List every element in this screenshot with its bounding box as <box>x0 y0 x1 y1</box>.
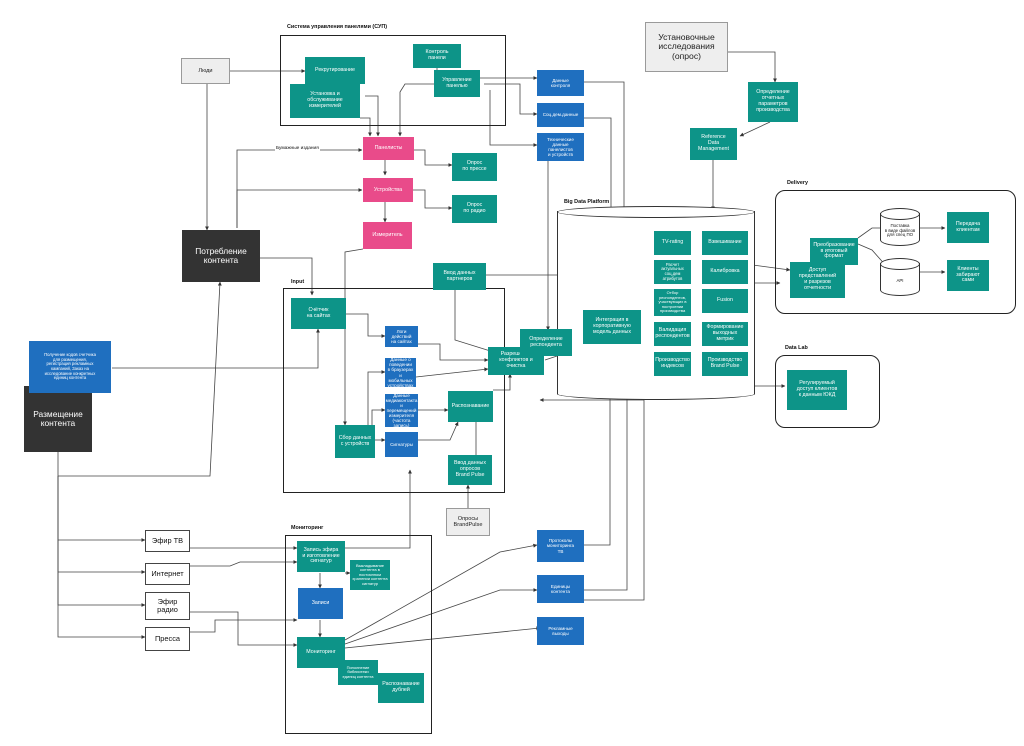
site-counter-node[interactable]: Счётчик на сайтах <box>291 298 346 329</box>
delivery-title: Delivery <box>787 180 808 186</box>
respondent-validation-node[interactable]: Валидация респондентов <box>654 322 691 346</box>
datalab-frame <box>775 355 880 428</box>
tv-monitoring-protocols-node[interactable]: Протоколы мониторинга ТВ <box>537 530 584 562</box>
respondent-selection-node[interactable]: Отбор респондентов, участвующих в постро… <box>654 289 691 316</box>
content-consumption-node[interactable]: Потребление контента <box>182 230 260 282</box>
baseline-research-node[interactable]: Установочные исследования (опрос) <box>645 22 728 72</box>
edge-baseline-params <box>727 51 777 83</box>
browser-app-data-node[interactable]: Данные о поведении в браузерах и мобильн… <box>385 358 416 387</box>
output-metrics-node[interactable]: Формирование выходных метрик <box>702 322 748 346</box>
brand-pulse-surveys-node[interactable]: Опросы BrandPulse <box>446 508 490 536</box>
api-label: API <box>896 277 904 283</box>
edge-placement-tv <box>57 476 146 542</box>
edge-internet-record <box>190 560 298 567</box>
edge-radio-monitor <box>190 611 298 647</box>
api-cylinder[interactable]: API <box>880 258 920 296</box>
file-delivery-cylinder[interactable]: Поставка в виде файлов для спец ПО <box>880 208 920 246</box>
delivery-frame <box>775 190 1016 314</box>
radio-survey-node[interactable]: Опрос по радио <box>452 195 497 223</box>
edge-devices-radio <box>413 189 453 210</box>
api-top <box>880 258 920 270</box>
partner-data-input-node[interactable]: Ввод данных партнеров <box>433 263 486 290</box>
ad-database-formation-node[interactable]: Пополнение библиотеки единиц контента <box>338 660 378 685</box>
edge-placement-internet <box>57 476 146 574</box>
panel-management-node[interactable]: Управление панелью <box>434 70 480 97</box>
site-action-logs-node[interactable]: Логи действий на сайтах <box>385 326 418 347</box>
content-markup-node[interactable]: Выкладывание контента в постоянном хране… <box>350 560 390 590</box>
monitoring-node[interactable]: Мониторинг <box>297 637 345 668</box>
panel-control-node[interactable]: Контроль панели <box>413 44 461 68</box>
index-production-node[interactable]: Производство индексов <box>654 352 691 376</box>
respondent-determination-node[interactable]: Определение респондента <box>520 329 572 356</box>
content-placement-node[interactable]: Размещение контента <box>24 386 92 452</box>
radio-air-node[interactable]: Эфир радио <box>145 592 190 620</box>
install-service-node[interactable]: Установка и обслуживание измерителей <box>290 84 360 118</box>
recognition-dubbing-node[interactable]: Распознавание дублей <box>378 673 424 703</box>
recognition-node[interactable]: Распознавание <box>448 391 493 422</box>
monitoring-title: Мониторинг <box>291 525 324 531</box>
meter-node[interactable]: Измеритель <box>363 222 412 249</box>
sup-frame <box>280 35 506 126</box>
device-data-collection-node[interactable]: Сбор данных с устройств <box>335 425 375 458</box>
recruiting-node[interactable]: Рекрутирование <box>305 57 365 84</box>
paper-editions-label: Бумажные издания <box>275 146 320 151</box>
people-node[interactable]: Люди <box>181 58 230 84</box>
media-contact-data-node[interactable]: Данные медиаконтакта и перемещений измер… <box>385 394 418 427</box>
brand-pulse-production-node[interactable]: Производство Brand Pulse <box>702 352 748 376</box>
file-delivery-top <box>880 208 920 220</box>
regulated-access-node[interactable]: Регулируемый доступ клиентов к данным ЮК… <box>787 370 847 410</box>
edge-params-refdata <box>739 121 771 137</box>
press-node[interactable]: Пресса <box>145 627 190 651</box>
file-delivery-label: Поставка в виде файлов для спец ПО <box>884 222 916 238</box>
content-units-node[interactable]: Единицы контента <box>537 575 584 603</box>
signatures-node[interactable]: Сигнатуры <box>385 432 418 457</box>
edge-units-recognition <box>539 398 645 601</box>
datalab-title: Data Lab <box>785 345 808 351</box>
final-format-node[interactable]: Преобразование в итоговый формат <box>810 238 858 265</box>
bigdata-title: Big Data Platform <box>564 199 610 205</box>
devices-node[interactable]: Устройства <box>363 178 413 202</box>
ad-outputs-node[interactable]: Рекламные выходы <box>537 617 584 645</box>
monitoring-frame <box>285 535 432 734</box>
integration-node[interactable]: Интеграция в корпоративную модель данных <box>583 310 641 344</box>
edge-consumption-devices <box>236 188 363 228</box>
socdem-data-node[interactable]: Соц.дем.данные <box>537 103 584 127</box>
attr-calc-node[interactable]: Расчет актуальных соц.дем атрибутов <box>654 260 691 284</box>
sup-title: Система управления панелями (СУП) <box>287 24 388 30</box>
edge-placement-radio <box>57 476 146 607</box>
bigdata-cylinder-top <box>557 206 755 218</box>
tv-air-node[interactable]: Эфир ТВ <box>145 530 190 552</box>
edge-consumption-paper <box>236 148 363 228</box>
client-self-pick-node[interactable]: Клиенты забирают сами <box>947 260 989 291</box>
internet-node[interactable]: Интернет <box>145 563 190 585</box>
records-node[interactable]: Записи <box>298 588 343 619</box>
control-data-node[interactable]: Данные контроля <box>537 70 584 96</box>
client-transfer-node[interactable]: Передача клиентам <box>947 212 989 243</box>
tech-data-node[interactable]: Технические данные панелистов и устройст… <box>537 133 584 161</box>
brand-pulse-input-node[interactable]: Ввод данных опросов Brand Pulse <box>448 455 492 485</box>
record-air-node[interactable]: Запись эфира и изготовление сигнатур <box>297 541 345 572</box>
calibration-node[interactable]: Калибровка <box>702 260 748 284</box>
input-title: Input <box>291 279 305 285</box>
input-frame <box>283 288 505 493</box>
tag-receiving-node[interactable]: Получение кодов счетчика для размещения,… <box>29 341 111 393</box>
reference-data-node[interactable]: Reference Data Management <box>690 128 737 160</box>
fusion-node[interactable]: Fusion <box>702 289 748 313</box>
weighting-node[interactable]: Взвешивание <box>702 231 748 255</box>
edge-press-monitor <box>190 618 298 633</box>
report-access-node[interactable]: Доступ представлений и разрезов отчетнос… <box>790 262 845 298</box>
edge-placement-press <box>57 476 146 639</box>
define-params-node[interactable]: Определение отчетных параметров производ… <box>748 82 798 122</box>
tv-rating-node[interactable]: TV-rating <box>654 231 691 255</box>
panelists-node[interactable]: Панелисты <box>363 137 414 160</box>
press-survey-node[interactable]: Опрос по прессе <box>452 153 497 181</box>
